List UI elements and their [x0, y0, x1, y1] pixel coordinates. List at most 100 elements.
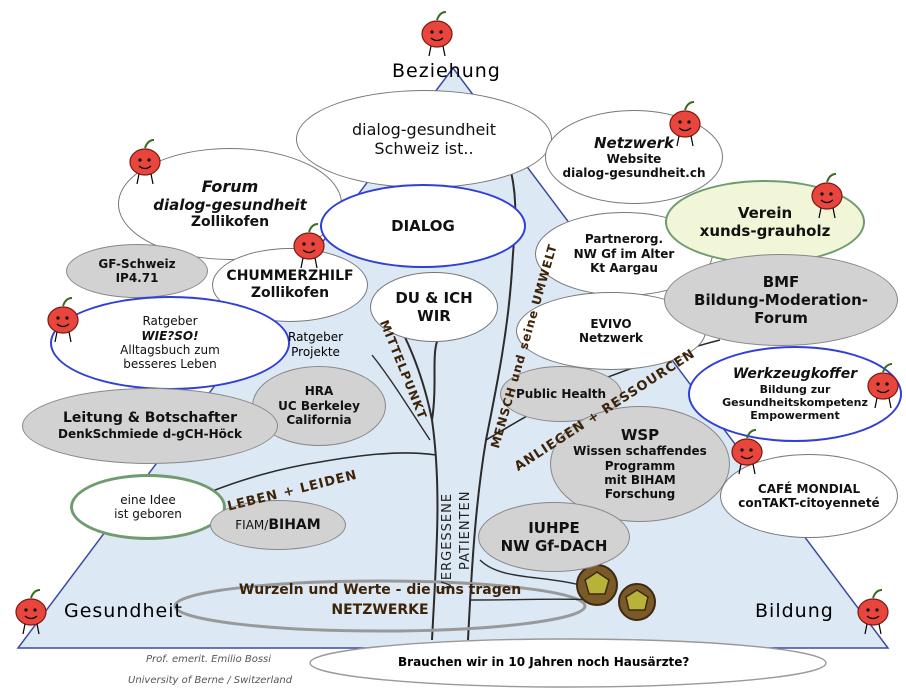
apple-icon	[811, 173, 843, 219]
bubble-evivo: EVIVO Netzwerk	[516, 292, 706, 370]
netzwerk-line3: dialog-gesundheit.ch	[562, 166, 706, 180]
bmf-line3: Forum	[754, 309, 808, 327]
hra-line3: California	[286, 413, 352, 428]
forum-line2: dialog-gesundheit	[153, 196, 307, 215]
iuhpe-line1: IUHPE	[528, 519, 580, 537]
credit-name: Prof. emerit. Emilio Bossi	[146, 654, 272, 665]
cafe-mondial-line2: conTAKT-citoyenneté	[738, 496, 880, 510]
bubble-fiam: FIAM/BIHAM	[210, 500, 346, 550]
chummerzhilf-line2: Zollikofen	[250, 285, 330, 301]
apple-icon	[15, 589, 47, 635]
bubble-idee: eine Idee ist geboren	[70, 474, 226, 540]
corner-label-beziehung: Beziehung	[392, 60, 501, 82]
roots-oval	[173, 579, 587, 633]
partnerorg-line1: Partnerorg.	[584, 232, 664, 247]
evivo-line2: Netzwerk	[578, 331, 644, 345]
root-nut-2	[618, 583, 656, 621]
forum-line3: Zollikofen	[190, 214, 270, 231]
werkzeugkoffer-line4: Empowerment	[750, 408, 840, 422]
hra-line1: HRA	[304, 384, 334, 399]
ratgeber-wie-line1: Ratgeber	[142, 314, 198, 329]
bubble-dialog: DIALOG	[320, 184, 526, 268]
bubble-verein: Verein xunds-grauholz	[665, 180, 865, 264]
credit-affiliation: University of Berne / Switzerland	[128, 675, 293, 686]
forum-title: Forum	[201, 177, 259, 196]
wsp-line1: WSP	[620, 426, 660, 445]
roots-line2: NETZWERKE	[331, 602, 429, 619]
bubble-chummerzhilf: CHUMMERZHILF Zollikofen	[212, 248, 368, 322]
apple-icon	[421, 11, 453, 57]
bubble-cafe-mondial: CAFÉ MONDIAL conTAKT-citoyenneté	[720, 454, 898, 538]
bubble-iuhpe: IUHPE NW Gf-DACH	[478, 502, 630, 572]
werkzeugkoffer-line2: Bildung zur	[759, 382, 831, 396]
bubble-center-title: dialog-gesundheit Schweiz ist..	[296, 90, 552, 188]
apple-icon	[867, 363, 899, 409]
bmf-line2: Bildung-Moderation-	[694, 291, 868, 309]
idee-line1: eine Idee	[120, 492, 176, 507]
chummerzhilf-line1: CHUMMERZHILF	[226, 268, 354, 285]
center-title-line2: Schweiz ist..	[374, 139, 474, 158]
netzwerk-line2: Website	[606, 151, 662, 166]
wsp-line5: Forschung	[604, 487, 676, 502]
ratgeber-projekte-label: Ratgeber Projekte	[288, 330, 343, 360]
bubble-gf-schweiz: GF-Schweiz IP4.71	[66, 244, 208, 298]
question-text: Brauchen wir in 10 Jahren noch Hausärzte…	[398, 655, 690, 669]
gf-schweiz-line1: GF-Schweiz	[98, 256, 176, 271]
dialog-label: DIALOG	[391, 217, 455, 235]
iuhpe-line2: NW Gf-DACH	[500, 537, 608, 555]
bubble-du-ich: DU & ICH WIR	[370, 272, 498, 342]
apple-icon	[731, 429, 763, 475]
roots-text: Wurzeln und Werte - die uns tragen NETZW…	[200, 580, 560, 621]
question-oval	[309, 638, 827, 688]
wsp-line3: Programm	[604, 458, 676, 473]
apple-icon	[129, 139, 161, 185]
wsp-line2: Wissen schaffendes	[573, 444, 707, 459]
root-nut-1	[576, 564, 618, 606]
public-health-label: Public Health	[515, 386, 607, 401]
apple-icon	[669, 101, 701, 147]
branch-label-patienten: PATIENTEN	[458, 490, 473, 570]
bmf-line1: BMF	[762, 273, 800, 291]
branch-label-vergessene: VERGESSENE	[440, 492, 455, 590]
branch-left-lower	[209, 452, 437, 493]
werkzeugkoffer-line3: Gesundheitskompetenz	[722, 395, 868, 409]
netzwerk-title: Netzwerk	[593, 133, 675, 152]
bubble-wsp: WSP Wissen schaffendes Programm mit BIHA…	[550, 406, 730, 522]
verein-line1: Verein	[737, 204, 793, 222]
corner-label-bildung: Bildung	[755, 600, 834, 622]
apple-icon	[293, 223, 325, 269]
bubble-hra: HRA UC Berkeley California	[252, 366, 386, 446]
partnerorg-line2: NW Gf im Alter	[573, 246, 675, 261]
center-title-line1: dialog-gesundheit	[351, 119, 497, 139]
du-ich-line2: WIR	[417, 307, 451, 325]
hra-line2: UC Berkeley	[278, 398, 360, 413]
ratgeber-wie-line3: Alltagsbuch zum	[120, 343, 220, 357]
branch-left-upper	[371, 354, 431, 441]
root-line-1	[479, 559, 581, 586]
bubble-ratgeber-wie: Ratgeber WIE?SO! Alltagsbuch zum bessere…	[50, 296, 290, 390]
bubble-bmf: BMF Bildung-Moderation- Forum	[664, 254, 898, 346]
biham-label: BIHAM	[268, 516, 321, 533]
gf-schweiz-line2: IP4.71	[115, 271, 159, 285]
ratgeber-projekte-line2: Projekte	[291, 345, 340, 359]
leitung-line1: Leitung & Botschafter	[62, 410, 238, 427]
bubble-netzwerk: Netzwerk Website dialog-gesundheit.ch	[545, 110, 723, 204]
roots-line1: Wurzeln und Werte - die uns tragen	[238, 582, 522, 598]
wsp-line4: mit BIHAM	[604, 473, 676, 487]
leitung-line2: DenkSchmiede d-gCH-Höck	[58, 427, 242, 442]
evivo-line1: EVIVO	[590, 316, 632, 331]
cafe-mondial-line1: CAFÉ MONDIAL	[757, 481, 861, 496]
apple-icon	[47, 297, 79, 343]
bubble-werkzeugkoffer: Werkzeugkoffer Bildung zur Gesundheitsko…	[688, 346, 902, 442]
partnerorg-line3: Kt Aargau	[590, 261, 658, 276]
ratgeber-wie-line2: WIE?SO!	[141, 328, 199, 343]
apple-icon	[857, 589, 889, 635]
du-ich-line1: DU & ICH	[395, 289, 473, 307]
bubble-leitung: Leitung & Botschafter DenkSchmiede d-gCH…	[22, 388, 278, 464]
werkzeugkoffer-title: Werkzeugkoffer	[732, 365, 858, 382]
corner-label-gesundheit: Gesundheit	[64, 600, 183, 622]
idee-line2: ist geboren	[114, 507, 182, 521]
fiam-label: FIAM/	[235, 517, 269, 532]
ratgeber-wie-line4: besseres Leben	[123, 357, 217, 372]
